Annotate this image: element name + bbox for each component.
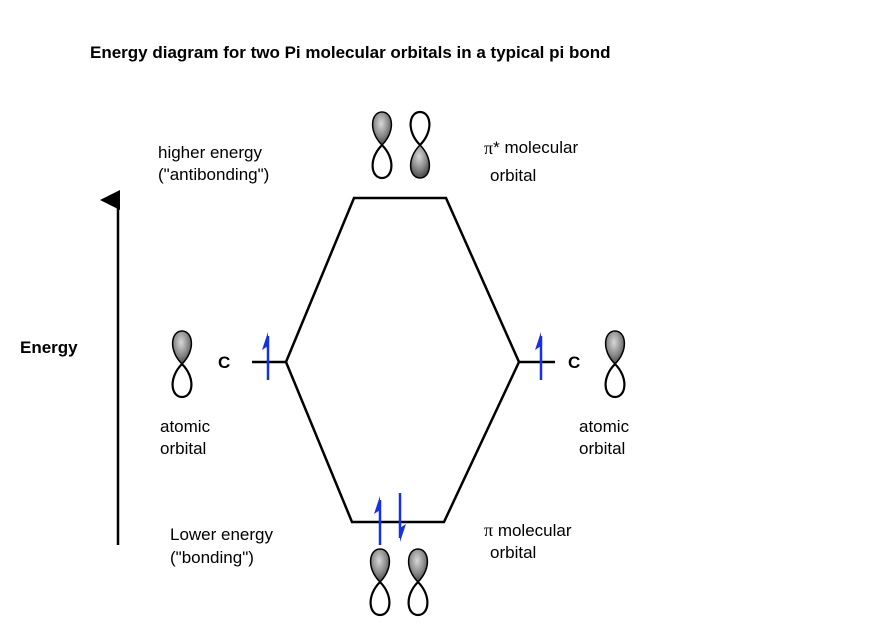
diagram-title: Energy diagram for two Pi molecular orbi… [90,43,610,62]
right-atom-electron [535,332,543,380]
antibonding-energy-label-line1: higher energy [158,143,262,162]
p-orbital-icon [371,110,393,180]
right-p-orbital-icon [604,329,626,399]
p-orbital-icon [369,547,391,617]
half-arrow-icon [374,496,380,514]
antibonding-orbital-pair [371,110,431,180]
bonding-energy-label-line1: Lower energy [170,525,274,544]
bonding-mo-text: molecular [493,521,572,540]
half-arrow-icon [400,524,406,542]
pi-symbol: π [484,520,493,540]
bonding-energy-label-line2: ("bonding") [170,548,254,567]
left-atomic-label-line2: orbital [160,439,206,458]
correlation-lines [284,196,521,524]
bonding-mo-label: π molecular [484,520,572,540]
antibonding-mo-label-line2: orbital [490,166,536,185]
half-arrow-icon [262,332,268,350]
right-atom-symbol: C [568,353,580,372]
left-atom-symbol: C [218,353,230,372]
p-orbital-icon [407,547,429,617]
energy-axis-label: Energy [20,338,78,357]
star-symbol: * [493,138,500,157]
bonding-orbital-pair [369,547,429,617]
bonding-mo-label-line2: orbital [490,543,536,562]
left-atom-electron [262,332,270,380]
right-atomic-label-line1: atomic [579,417,630,436]
bonding-electron-pair [374,493,406,545]
left-atomic-label-line1: atomic [160,417,211,436]
right-atomic-label-line2: orbital [579,439,625,458]
antibonding-mo-text: molecular [500,138,579,157]
antibonding-mo-label: π* molecular [484,138,578,158]
half-arrow-icon [535,332,541,350]
pi-symbol: π [484,138,493,158]
p-orbital-icon [409,110,431,180]
left-p-orbital-icon [171,329,193,399]
antibonding-energy-label-line2: ("antibonding") [158,165,269,184]
